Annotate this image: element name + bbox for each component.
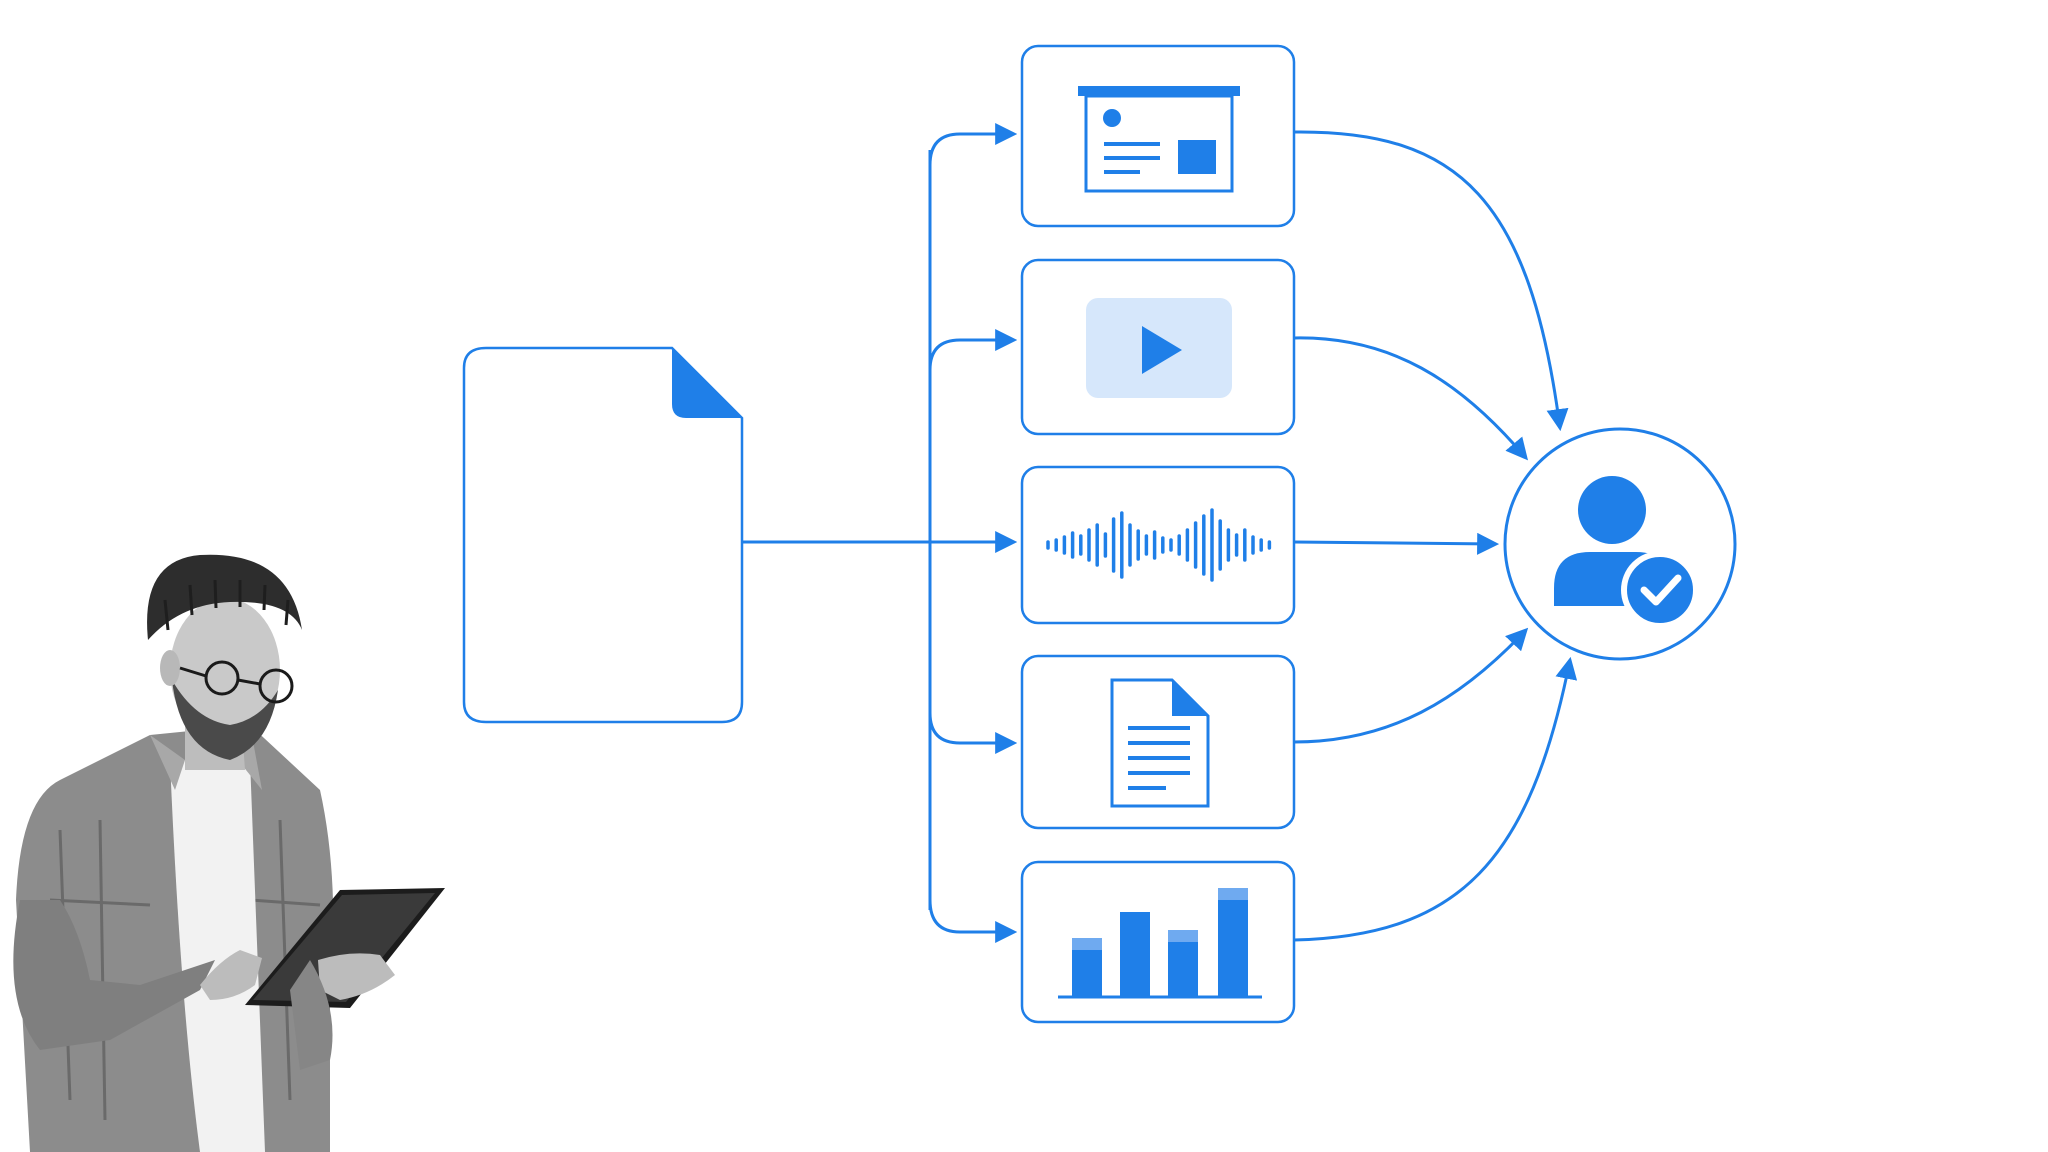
source-document bbox=[462, 346, 744, 724]
verified-user-icon bbox=[1554, 476, 1699, 629]
output-card-chart bbox=[1020, 860, 1296, 1024]
audio-waveform-icon bbox=[1046, 508, 1272, 582]
connector-chart-to-user bbox=[1293, 656, 1578, 942]
presentation-slide-icon bbox=[1078, 86, 1240, 193]
text-document-icon bbox=[1110, 678, 1210, 808]
output-card-slide bbox=[1020, 44, 1296, 228]
output-card-text bbox=[1020, 654, 1296, 830]
connector-to-slide bbox=[928, 123, 1018, 166]
play-video-icon bbox=[1086, 298, 1232, 398]
connector-video-to-user bbox=[1293, 336, 1529, 461]
connector-to-video bbox=[928, 329, 1018, 371]
output-cards bbox=[1020, 44, 1296, 1024]
output-card-audio bbox=[1020, 465, 1296, 625]
connector-slide-to-user bbox=[1293, 130, 1569, 432]
target-user bbox=[1503, 427, 1737, 661]
document-fold-corner bbox=[672, 348, 742, 418]
connector-text-to-user bbox=[1293, 627, 1529, 744]
connector-to-text bbox=[928, 712, 1018, 754]
connector-to-chart bbox=[928, 899, 1018, 943]
tablet-device bbox=[245, 888, 445, 1008]
bar-chart-icon bbox=[1058, 888, 1262, 999]
blank-document-icon bbox=[462, 346, 744, 724]
fan-out-connectors bbox=[742, 123, 1018, 943]
fan-in-connectors bbox=[1293, 130, 1578, 942]
connector-audio-to-user bbox=[1293, 532, 1500, 555]
person-with-tablet-illustration bbox=[13, 554, 445, 1152]
output-card-video bbox=[1020, 258, 1296, 436]
